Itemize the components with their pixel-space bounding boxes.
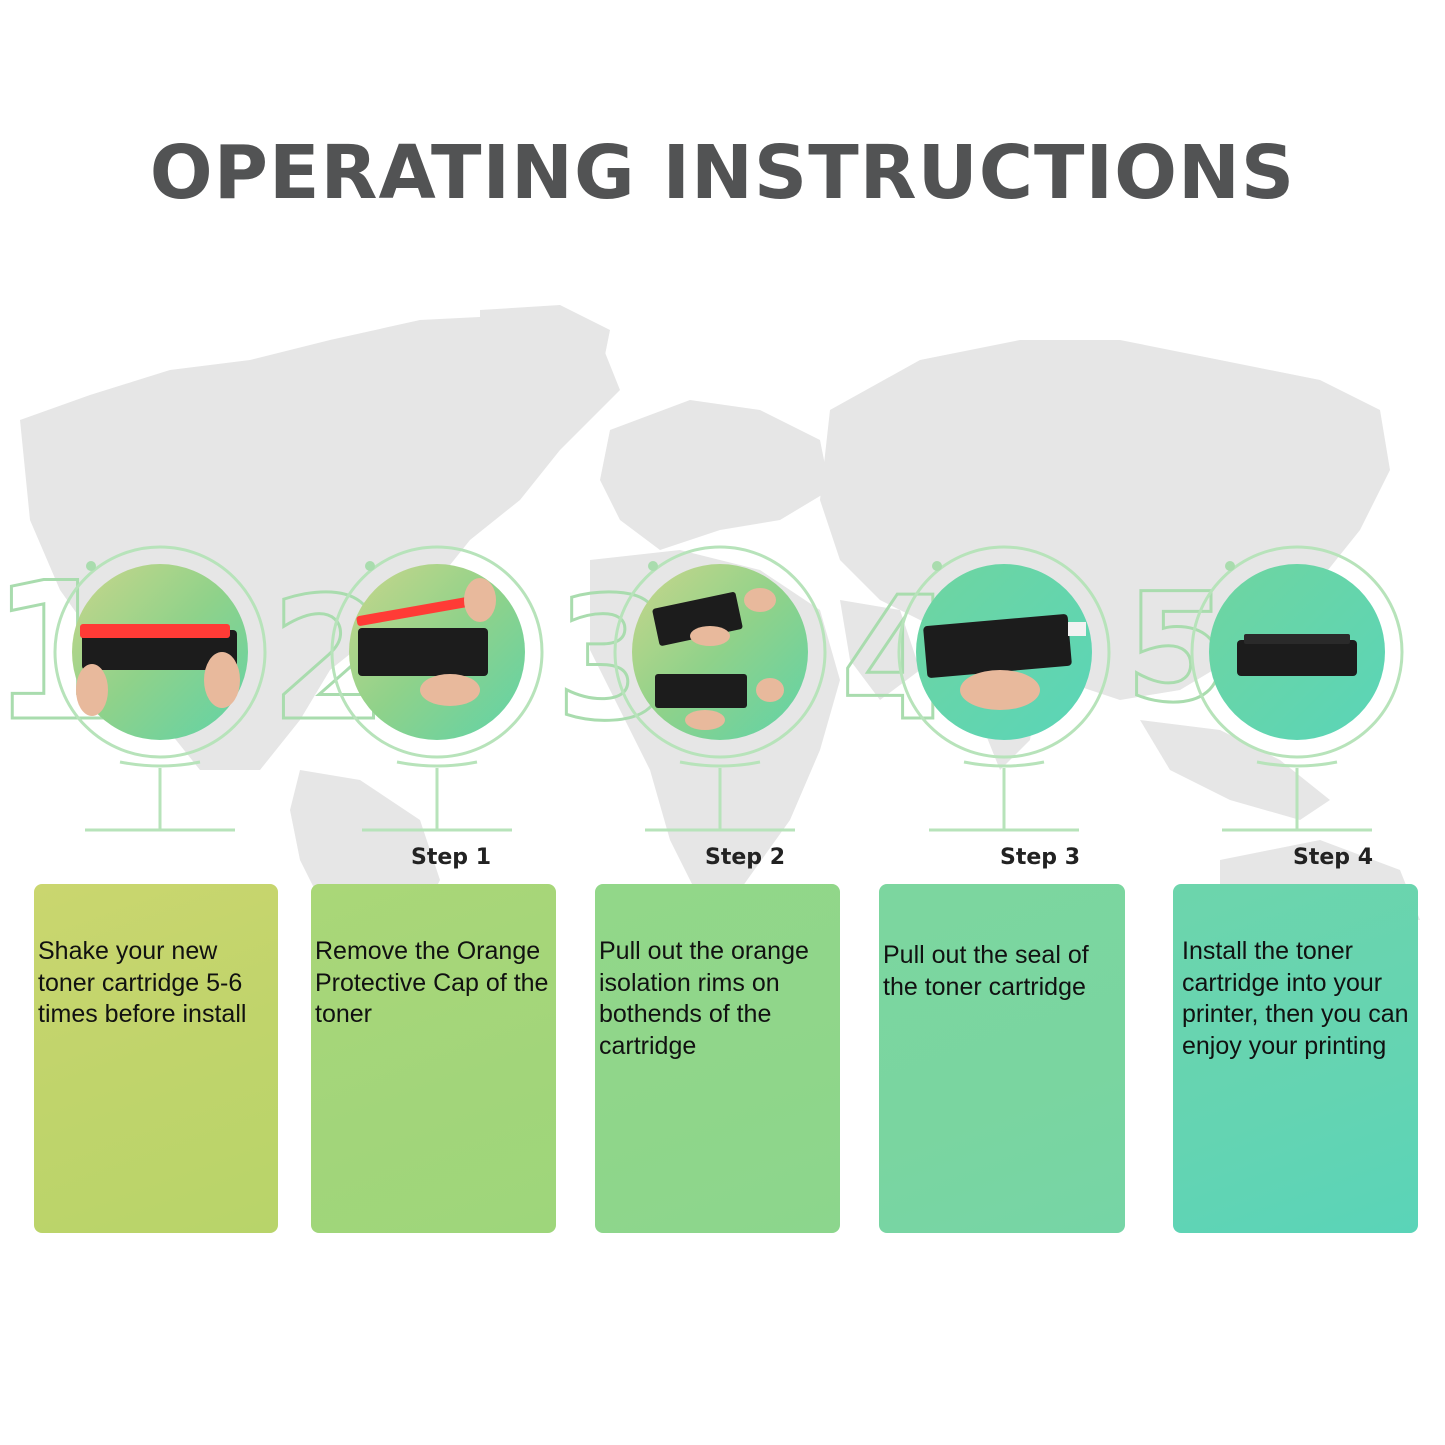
toner-cartridge-icon — [1237, 640, 1357, 676]
stage-2-graphic: 2 — [269, 545, 544, 832]
toner-cartridge-icon — [655, 674, 747, 708]
instruction-card-3: Pull out the orange isolation rims on bo… — [595, 884, 840, 1233]
stage-5-graphic: 5 — [1124, 545, 1404, 832]
instruction-text-2: Remove the Orange Protective Cap of the … — [315, 937, 549, 1028]
instruction-card-2: Remove the Orange Protective Cap of the … — [311, 884, 556, 1233]
step-label-2: Step 2 — [705, 845, 785, 870]
instruction-text-4: Pull out the seal of the toner cartridge — [883, 941, 1089, 1001]
step-label-3: Step 3 — [1000, 845, 1080, 870]
stage-3-graphic: 3 — [554, 545, 827, 832]
stage-4-graphic: 4 — [839, 545, 1111, 832]
instruction-card-1: Shake your new toner cartridge 5-6 times… — [34, 884, 278, 1233]
stage-1-graphic: 1 — [0, 541, 267, 832]
instruction-card-5: Install the toner cartridge into your pr… — [1173, 884, 1418, 1233]
stage-graphics: 1 2 3 — [0, 541, 1404, 832]
toner-cartridge-icon — [82, 630, 237, 670]
instruction-text-5: Install the toner cartridge into your pr… — [1182, 937, 1409, 1060]
toner-cartridge-icon — [358, 628, 488, 676]
page-title: OPERATING INSTRUCTIONS — [149, 130, 1296, 216]
step-label-4: Step 4 — [1293, 845, 1373, 870]
instruction-text-1: Shake your new toner cartridge 5-6 times… — [38, 937, 247, 1028]
instruction-card-4: Pull out the seal of the toner cartridge — [879, 884, 1125, 1233]
step-label-1: Step 1 — [411, 845, 491, 870]
instruction-text-3: Pull out the orange isolation rims on bo… — [599, 937, 809, 1060]
toner-cartridge-icon — [923, 614, 1072, 678]
